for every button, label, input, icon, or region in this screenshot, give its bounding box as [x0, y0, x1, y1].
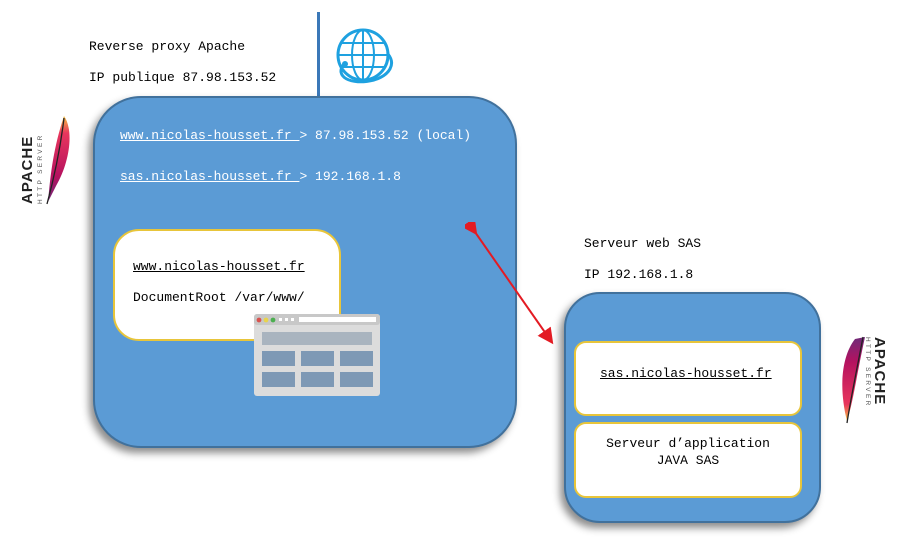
route-www-arrow: >	[299, 128, 308, 143]
apache-subtitle: HTTP SERVER	[864, 337, 871, 408]
route-sas-target: 192.168.1.8	[307, 169, 401, 184]
apache-logo-left: APACHE HTTP SERVER	[19, 112, 75, 207]
route-sas: sas.nicolas-housset.fr > 192.168.1.8	[120, 169, 401, 184]
route-sas-host: sas.nicolas-housset.fr	[120, 169, 300, 184]
proxy-vhost-host: www.nicolas-housset.fr	[133, 259, 305, 274]
sas-ip-label: IP 192.168.1.8	[584, 267, 694, 282]
sas-app-box	[574, 422, 802, 498]
route-www: www.nicolas-housset.fr > 87.98.153.52 (l…	[120, 128, 471, 143]
proxy-vhost-docroot: DocumentRoot /var/www/	[133, 290, 305, 305]
apache-wordmark: APACHE	[20, 136, 36, 204]
sas-vhost-host: sas.nicolas-housset.fr	[600, 366, 772, 381]
route-www-target: 87.98.153.52 (local)	[307, 128, 472, 143]
proxy-ip-label: IP publique 87.98.153.52	[89, 70, 277, 85]
sas-title: Serveur web SAS	[584, 236, 702, 251]
apache-logo-right: APACHE HTTP SERVER	[835, 333, 890, 428]
apache-wordmark: APACHE	[871, 337, 888, 405]
route-sas-arrow: >	[299, 169, 308, 184]
sas-app-line1: Serveur d’application	[606, 436, 770, 451]
apache-subtitle: HTTP SERVER	[37, 133, 44, 204]
proxy-to-sas-arrow	[461, 217, 560, 348]
route-www-host: www.nicolas-housset.fr	[120, 128, 300, 143]
globe-icon	[330, 24, 396, 90]
sas-app-line2: JAVA SAS	[656, 453, 720, 468]
sas-vhost-box	[574, 341, 802, 416]
proxy-title: Reverse proxy Apache	[89, 39, 246, 54]
internet-link-line	[317, 12, 320, 98]
browser-window-icon	[254, 314, 380, 396]
